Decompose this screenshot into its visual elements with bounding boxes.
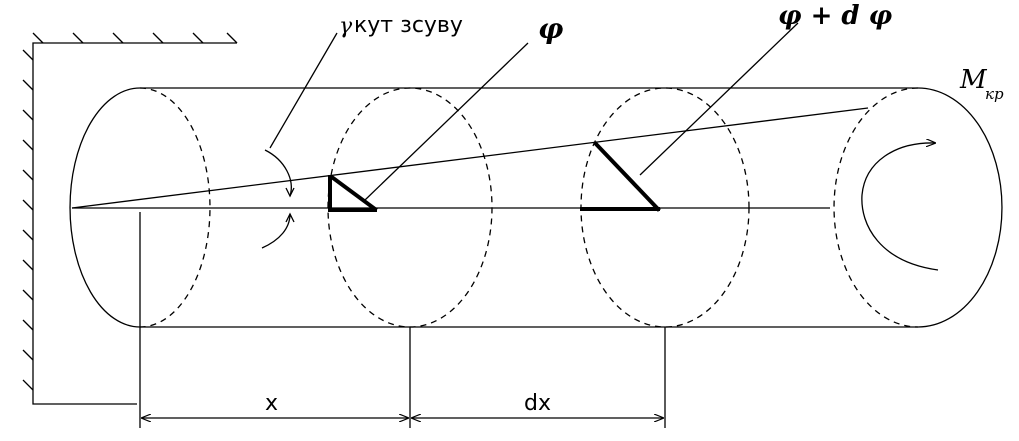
leader-phi: [364, 42, 529, 201]
right-end-solid: [917, 87, 1003, 328]
shear-angle-mark: [261, 149, 295, 249]
dimension-x-label: x: [265, 391, 278, 416]
torque-subscript: кр: [985, 85, 1004, 103]
leader-shear-angle: [269, 32, 338, 149]
torque-arrow: [861, 143, 939, 271]
leader-phi-dphi: [639, 22, 799, 176]
twist-triangle-phi: [328, 175, 378, 212]
wall-support: [22, 32, 238, 405]
dimension-dx-label: dx: [524, 391, 551, 416]
shear-angle-symbol: γ: [339, 14, 353, 39]
shear-angle-label: кут зсуву: [354, 13, 463, 38]
dimension-lines: [139, 212, 666, 428]
phi-plus-dphi-label: φ + d φ: [778, 1, 893, 31]
top-hatching: [32, 32, 238, 44]
left-end-solid: [69, 87, 141, 328]
twist-triangle-phi-dphi: [580, 141, 661, 212]
side-hatching: [22, 49, 34, 391]
right-end-hidden: [833, 87, 919, 328]
torque-symbol: M: [959, 65, 988, 95]
phi-label: φ: [538, 12, 564, 45]
left-end-hidden: [139, 87, 211, 328]
twisted-generatrix: [71, 107, 869, 209]
